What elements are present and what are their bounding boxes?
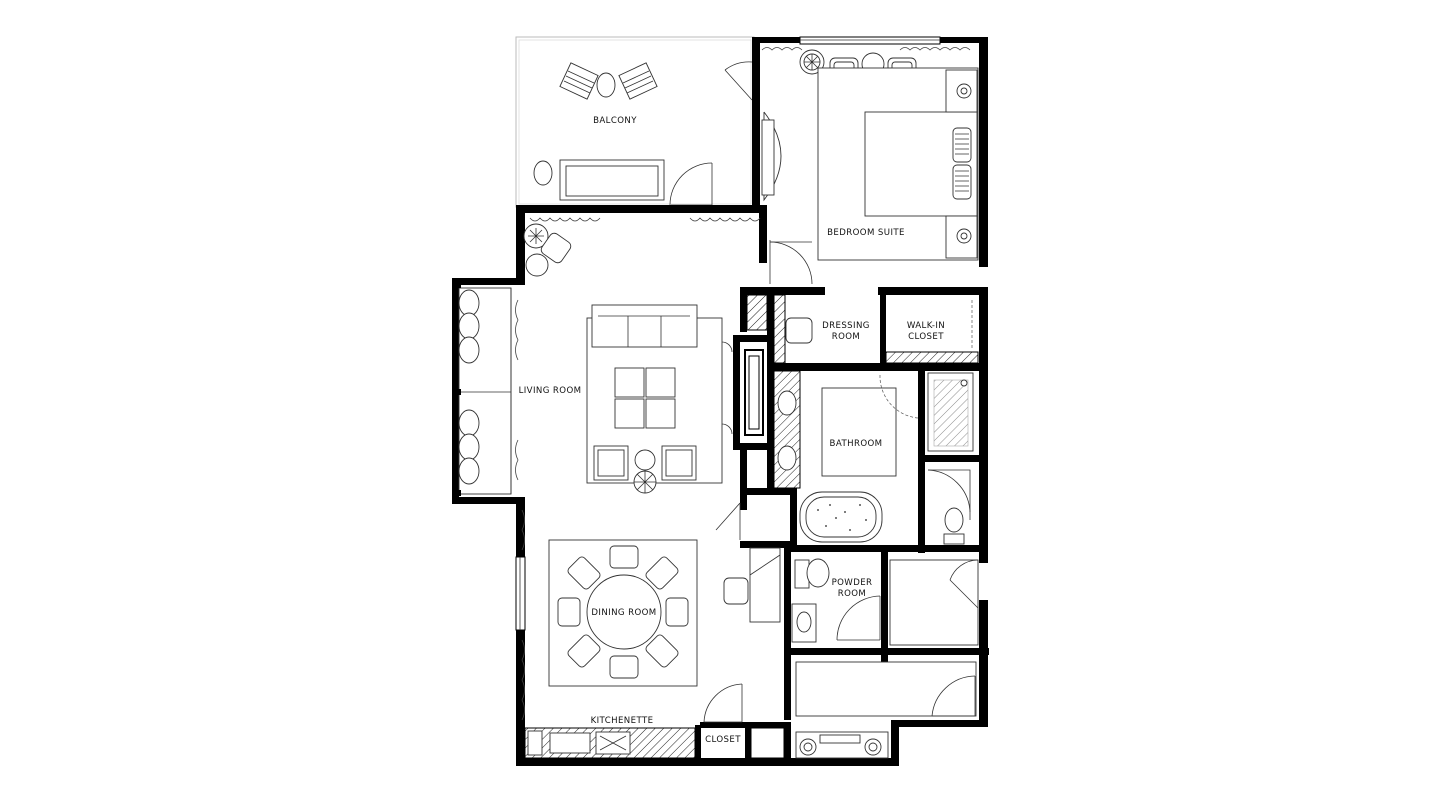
room-label-living-room: LIVING ROOM [519,386,582,396]
kitchenette: KITCHENETTE [524,716,696,759]
room-label-bathroom: BATHROOM [830,439,883,449]
side-table [533,160,553,186]
laundry-area [795,661,977,759]
room-label-bedroom-suite: BEDROOM SUITE [827,228,905,238]
walk-in-closet: WALK-IN CLOSET [885,300,979,364]
room-label-dressing-line-2: ROOM [832,332,861,342]
room-label-balcony: BALCONY [593,116,637,126]
side-table [596,72,616,98]
room-label-dining-room: DINING ROOM [591,608,656,618]
closet: CLOSET [703,683,785,759]
room-label-dressing-line-1: DRESSING [822,321,870,331]
room-label-powder-line-1: POWDER [832,578,873,588]
room-label-walk-in-line-1: WALK-IN [907,321,945,331]
room-label-closet: CLOSET [705,735,741,745]
bathroom: BATHROOM [773,370,974,545]
powder-room: POWDER ROOM [791,558,979,646]
bedroom-suite: BEDROOM SUITE [761,36,979,285]
outdoor-sofa [559,159,665,201]
lounge-chair [559,62,599,100]
room-label-walk-in-line-2: CLOSET [908,332,944,342]
dining-room: DINING ROOM [515,502,781,721]
living-room: LIVING ROOM [455,217,761,496]
room-label-powder-line-2: ROOM [838,589,867,599]
balcony-area: BALCONY [515,36,755,208]
dressing-room: DRESSING ROOM [746,294,870,364]
lounge-chair [618,62,658,100]
room-label-kitchenette: KITCHENETTE [591,716,654,726]
